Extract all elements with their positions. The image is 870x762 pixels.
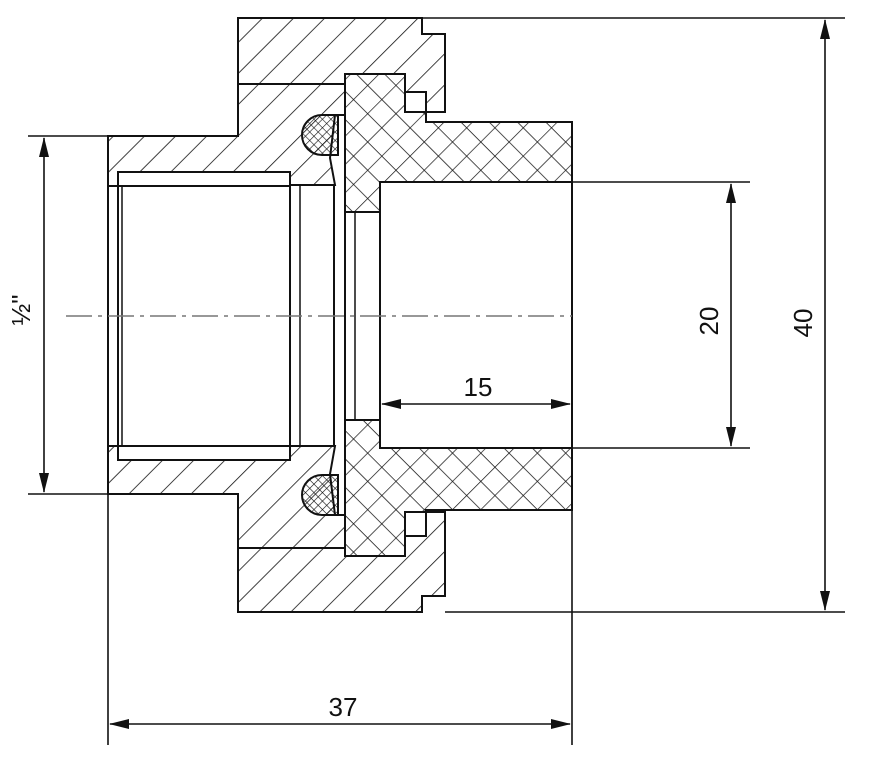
dimension-socket-depth-label: 15 bbox=[464, 372, 493, 402]
dimension-overall-length bbox=[107, 494, 573, 745]
o-ring-bottom bbox=[301, 474, 339, 516]
threaded-body-top bbox=[107, 83, 346, 187]
dimension-overall-diameter-label: 40 bbox=[788, 309, 818, 338]
threaded-body-bottom bbox=[107, 445, 346, 549]
dimension-overall-diameter bbox=[422, 17, 845, 613]
o-ring-top bbox=[301, 114, 339, 156]
threaded-body bbox=[107, 83, 346, 549]
dimension-pipe-diameter-label: 20 bbox=[694, 307, 724, 336]
dimension-pipe-diameter bbox=[572, 181, 750, 449]
dimension-thread-size-label: ½" bbox=[6, 295, 36, 326]
o-rings bbox=[301, 114, 339, 516]
dimension-thread-size bbox=[28, 135, 108, 495]
dimension-overall-length-label: 37 bbox=[329, 692, 358, 722]
plastic-socket bbox=[344, 73, 573, 557]
